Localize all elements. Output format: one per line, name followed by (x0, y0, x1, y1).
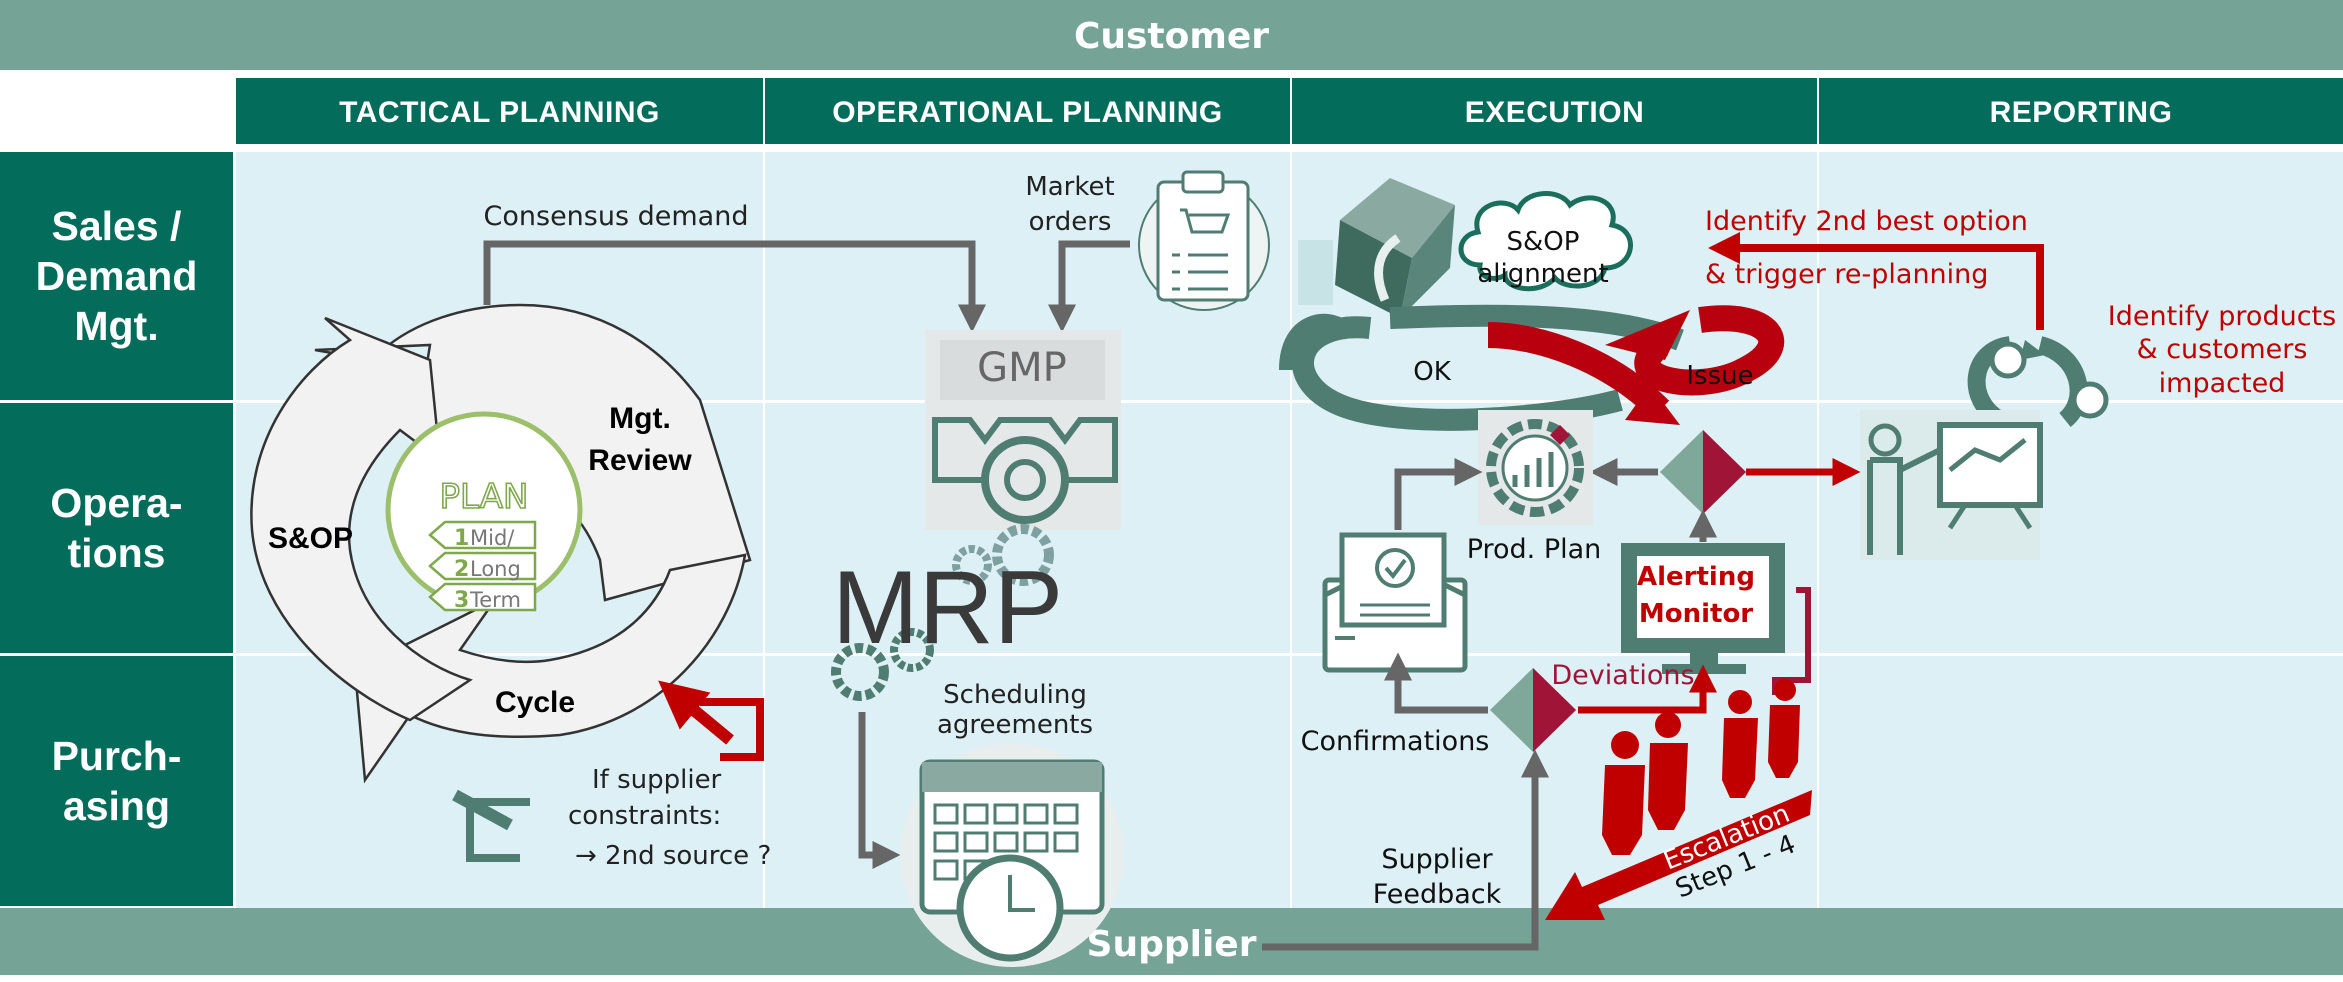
identify-products-3: impacted (2159, 368, 2286, 399)
scheduling-2: agreements (937, 710, 1093, 740)
monitor-bracket (1772, 587, 1811, 695)
plan-step-1-num: 1 (454, 526, 469, 551)
people-icon (1602, 679, 1800, 855)
col-header-operational: OPERATIONAL PLANNING (765, 78, 1290, 144)
col-header-reporting: REPORTING (1819, 78, 2343, 144)
identify-products-1: Identify products (2108, 301, 2336, 332)
row-sales-line2: Demand (35, 252, 198, 299)
mrp-label: MRP (832, 550, 1063, 666)
plan-step-2-num: 2 (454, 557, 469, 582)
cloud-icon: S&OP alignment (1458, 191, 1633, 292)
plan-step-3: 3 Term (428, 582, 537, 613)
supplier-feedback-arrow (1262, 749, 1549, 951)
confirmations-label: Confirmations (1301, 726, 1490, 757)
plan-title: PLAN (440, 477, 529, 517)
identify-option-2: & trigger re-planning (1705, 259, 1988, 290)
col-header-execution: EXECUTION (1292, 78, 1817, 144)
box-icon (1298, 178, 1455, 318)
ok-label: OK (1413, 357, 1451, 387)
envelope-icon (1322, 532, 1468, 673)
row-header-purchasing: Purch-asing (0, 656, 233, 906)
deviations-label: Deviations (1551, 660, 1694, 691)
cycle-label: Cycle (495, 686, 575, 719)
row-sales-line1: Sales / (51, 202, 182, 249)
market-orders-2: orders (1029, 207, 1112, 237)
constraints-2: constraints: (568, 801, 721, 831)
consensus-label: Consensus demand (484, 201, 749, 232)
gear-chart-icon (1478, 410, 1593, 525)
review-label-2: Review (588, 444, 692, 477)
plan-step-2-text: Long (470, 557, 521, 581)
gear-factory-icon: GMP (925, 330, 1121, 530)
row-ops-line2: tions (67, 530, 166, 576)
row-pur-line2: asing (62, 783, 171, 829)
monitor-icon: Alerting Monitor (1621, 543, 1785, 674)
deviations-arrow (1578, 664, 1717, 714)
supplier-band: Supplier (0, 908, 2343, 975)
gears-icon (831, 524, 1054, 701)
return-green-icon (452, 789, 530, 862)
scheduling-1: Scheduling (943, 680, 1087, 710)
mrp-to-calendar-arrow (858, 712, 901, 869)
gmp-label: GMP (977, 345, 1067, 391)
return-red-icon (658, 680, 764, 761)
constraints-1: If supplier (592, 765, 722, 795)
cycle-arrow-left (250, 316, 473, 722)
envelope-to-gear-arrow (1394, 458, 1483, 530)
alerting-label-2: Monitor (1639, 599, 1753, 629)
plan-step-3-text: Term (469, 588, 521, 612)
supplier-feedback-1: Supplier (1381, 844, 1493, 875)
row-pur-line1: Purch- (51, 732, 182, 779)
customer-band: Customer (0, 0, 2343, 70)
diamond-lower-icon (1490, 668, 1576, 752)
col-header-tactical: TACTICAL PLANNING (236, 78, 763, 144)
sop-label: S&OP (268, 522, 353, 555)
cell (1819, 656, 2343, 908)
sop-alignment-1: S&OP (1507, 227, 1580, 257)
ok-issue-loop: OK Issue (1279, 304, 1785, 431)
row-header-operations: Opera-tions (0, 403, 233, 653)
issue-label: Issue (1686, 361, 1753, 391)
presenter-icon (1860, 336, 2109, 560)
constraints-3: → 2nd source ? (575, 841, 771, 871)
plan-step-2: 2 Long (428, 551, 537, 582)
plan-step-3-num: 3 (454, 588, 469, 613)
sop-alignment-2: alignment (1477, 259, 1608, 289)
clipboard-cart-icon (1138, 170, 1270, 311)
customer-label: Customer (1073, 16, 1270, 57)
market-orders-arrow (1048, 240, 1130, 333)
cell (1819, 152, 2343, 400)
row-sales-line3: Mgt. (74, 303, 159, 349)
identify-products-2: & customers (2137, 334, 2308, 365)
diamond-icon (1660, 430, 1746, 514)
plan-step-1: 1 Mid/ (428, 520, 537, 551)
confirmations-arrow (1384, 652, 1488, 714)
consensus-arrow (483, 240, 986, 333)
replan-arrow (1708, 232, 2044, 330)
prod-plan-label: Prod. Plan (1467, 534, 1602, 565)
alerting-label-1: Alerting (1637, 562, 1755, 592)
planning-cycle: PLAN 1 Mid/ 2 Long 3 Term S&OP Mgt. Revi… (250, 303, 752, 784)
row-ops-line1: Opera- (50, 479, 183, 526)
plan-step-1-text: Mid/ (470, 526, 515, 550)
review-label-1: Mgt. (609, 402, 671, 435)
identify-option-1: Identify 2nd best option (1705, 206, 2028, 237)
calendar-clock-icon (900, 743, 1124, 967)
supplier-label: Supplier (1086, 924, 1257, 965)
supplier-feedback-2: Feedback (1373, 879, 1502, 910)
market-orders-1: Market (1025, 172, 1114, 202)
